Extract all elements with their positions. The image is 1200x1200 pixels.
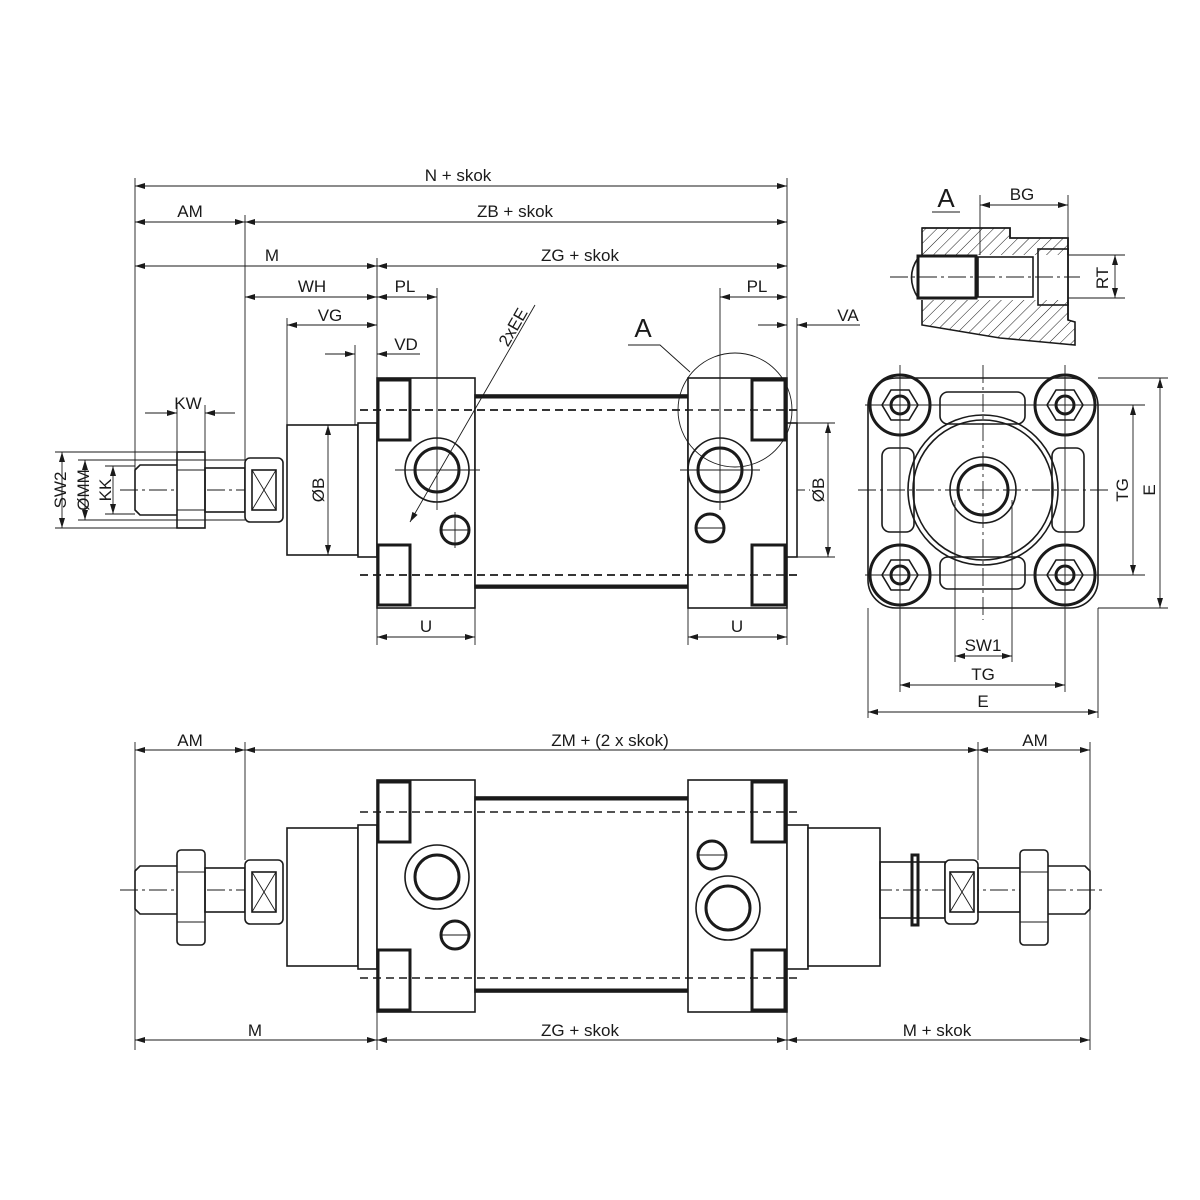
dim-b-rear: ØB (809, 478, 828, 503)
dim-m-bottom: M (248, 1021, 262, 1040)
dim-vg: VG (318, 306, 343, 325)
dim-zm: ZM + (2 x skok) (551, 731, 669, 750)
dim-tg-horizontal: TG (971, 665, 995, 684)
dim-rt: RT (1093, 267, 1112, 289)
rear-port (680, 430, 760, 544)
dim-pl-rear: PL (747, 277, 768, 296)
dim-mm: ØMM (74, 469, 93, 511)
dim-pl-front: PL (395, 277, 416, 296)
dim-am-right: AM (1022, 731, 1048, 750)
dim-wh: WH (298, 277, 326, 296)
dim-e-horizontal: E (977, 692, 988, 711)
end-view: TG E SW1 TG E (858, 365, 1168, 718)
side-view-cylinder (120, 352, 810, 609)
detail-a-section: A BG RT (890, 183, 1125, 346)
dim-sw2: SW2 (51, 472, 70, 509)
double-rod-dimensions: AM ZM + (2 x skok) AM M ZG + skok M + sk… (134, 731, 1091, 1050)
dim-tg-vertical: TG (1113, 478, 1132, 502)
dim-kw: KW (174, 394, 201, 413)
dim-zg-skok: ZG + skok (541, 246, 619, 265)
dim-u-front: U (420, 617, 432, 636)
dim-sw1: SW1 (965, 636, 1002, 655)
dim-u-rear: U (731, 617, 743, 636)
dim-kk: KK (96, 478, 115, 501)
detail-a-reference: A (634, 313, 652, 343)
dim-am: AM (177, 202, 203, 221)
dim-b-front: ØB (309, 478, 328, 503)
dim-bg: BG (1010, 185, 1035, 204)
dim-vd: VD (394, 335, 418, 354)
double-rod-cylinder (120, 779, 1105, 1013)
dim-n-skok: N + skok (425, 166, 492, 185)
dim-m: M (265, 246, 279, 265)
side-view-dimensions: N + skok AM ZB + skok M ZG + skok WH PL … (51, 166, 860, 645)
dim-am-left: AM (177, 731, 203, 750)
detail-a-label: A (937, 183, 955, 213)
dim-2xee: 2xEE (495, 305, 532, 350)
dim-va: VA (837, 306, 859, 325)
dim-m-skok: M + skok (903, 1021, 972, 1040)
dim-zg-bottom: ZG + skok (541, 1021, 619, 1040)
dim-zb-skok: ZB + skok (477, 202, 554, 221)
dim-e-vertical: E (1140, 484, 1159, 495)
